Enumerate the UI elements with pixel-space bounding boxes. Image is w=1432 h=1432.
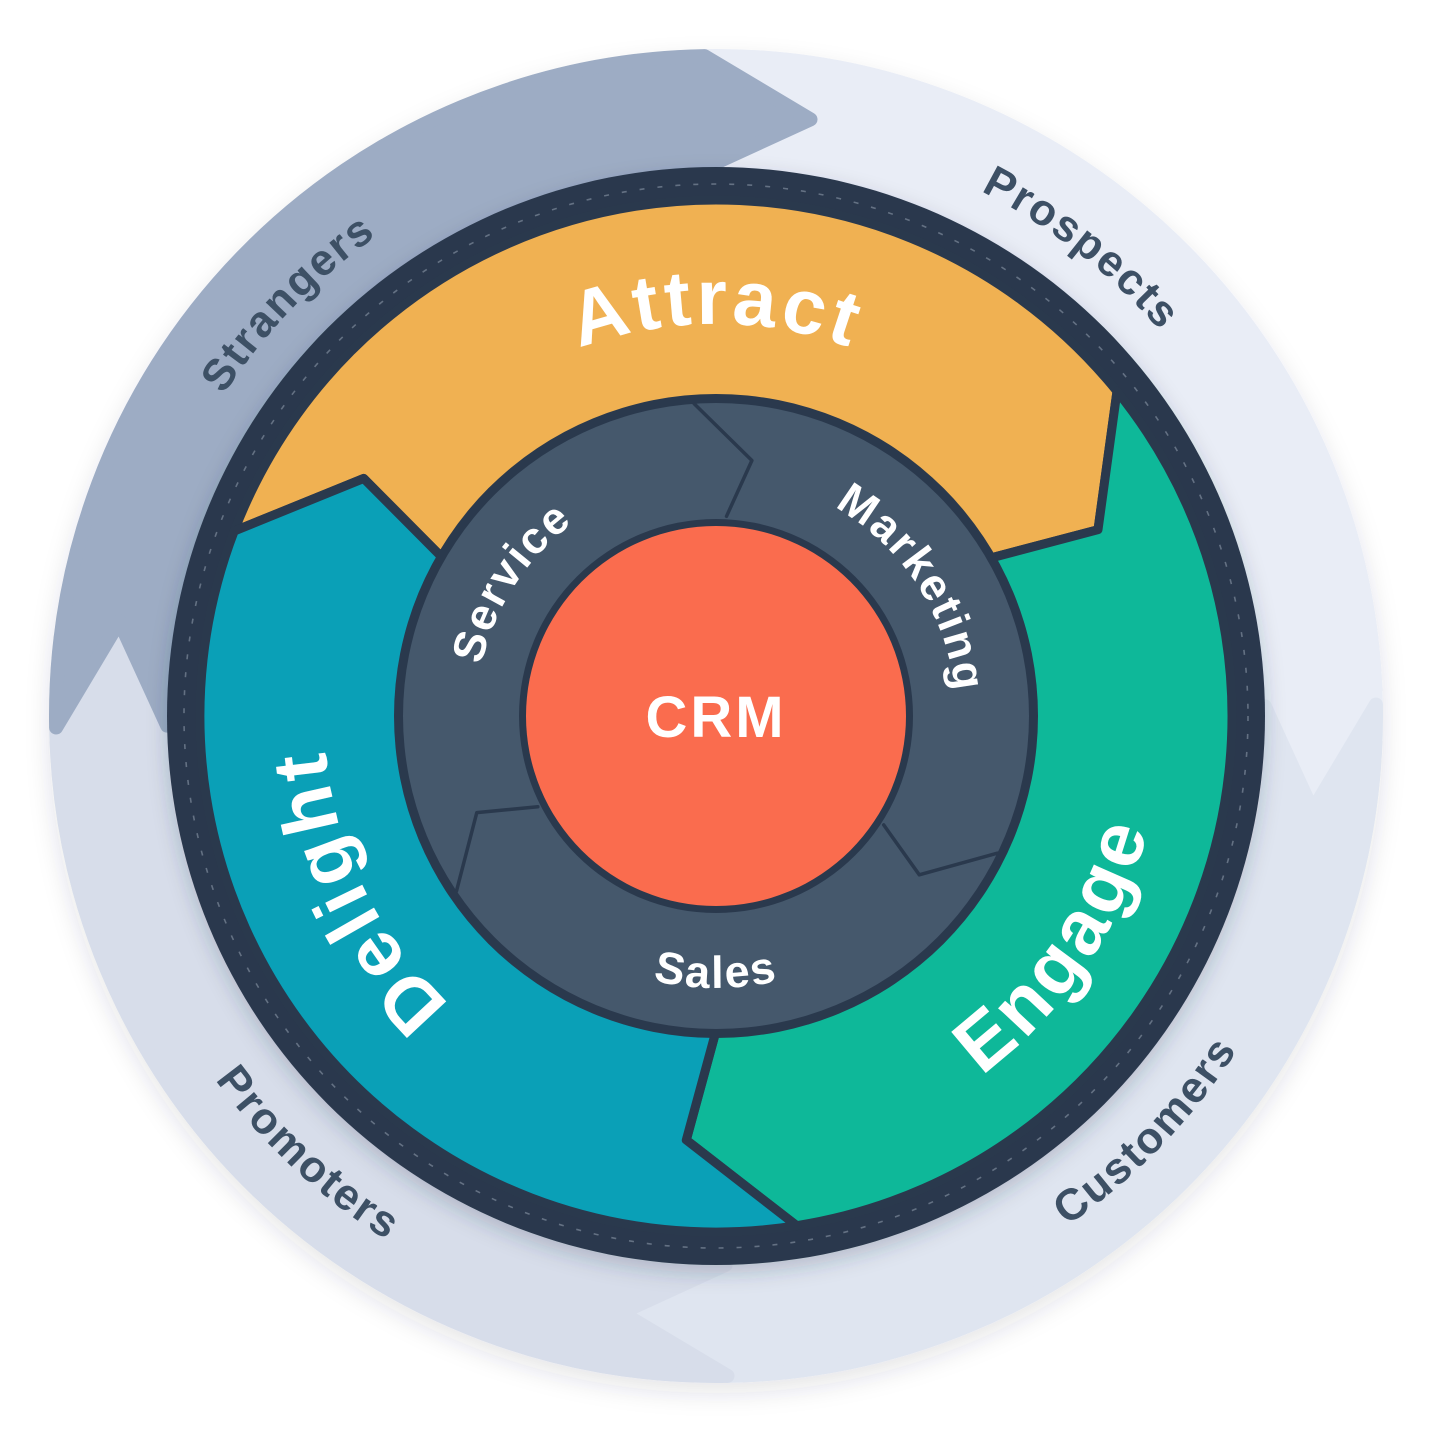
function-sales-label: Sales (651, 941, 781, 999)
functions-divider-top (692, 402, 754, 519)
functions-divider-bottom-right (881, 823, 1000, 877)
dotted-guide-ring (183, 183, 1249, 1249)
crm-label: CRM (645, 685, 786, 750)
outer-audience-ring (49, 49, 1383, 1383)
functions-dividers (454, 402, 1000, 893)
crm-core (526, 526, 906, 906)
functions-divider-bottom-left (454, 805, 540, 893)
